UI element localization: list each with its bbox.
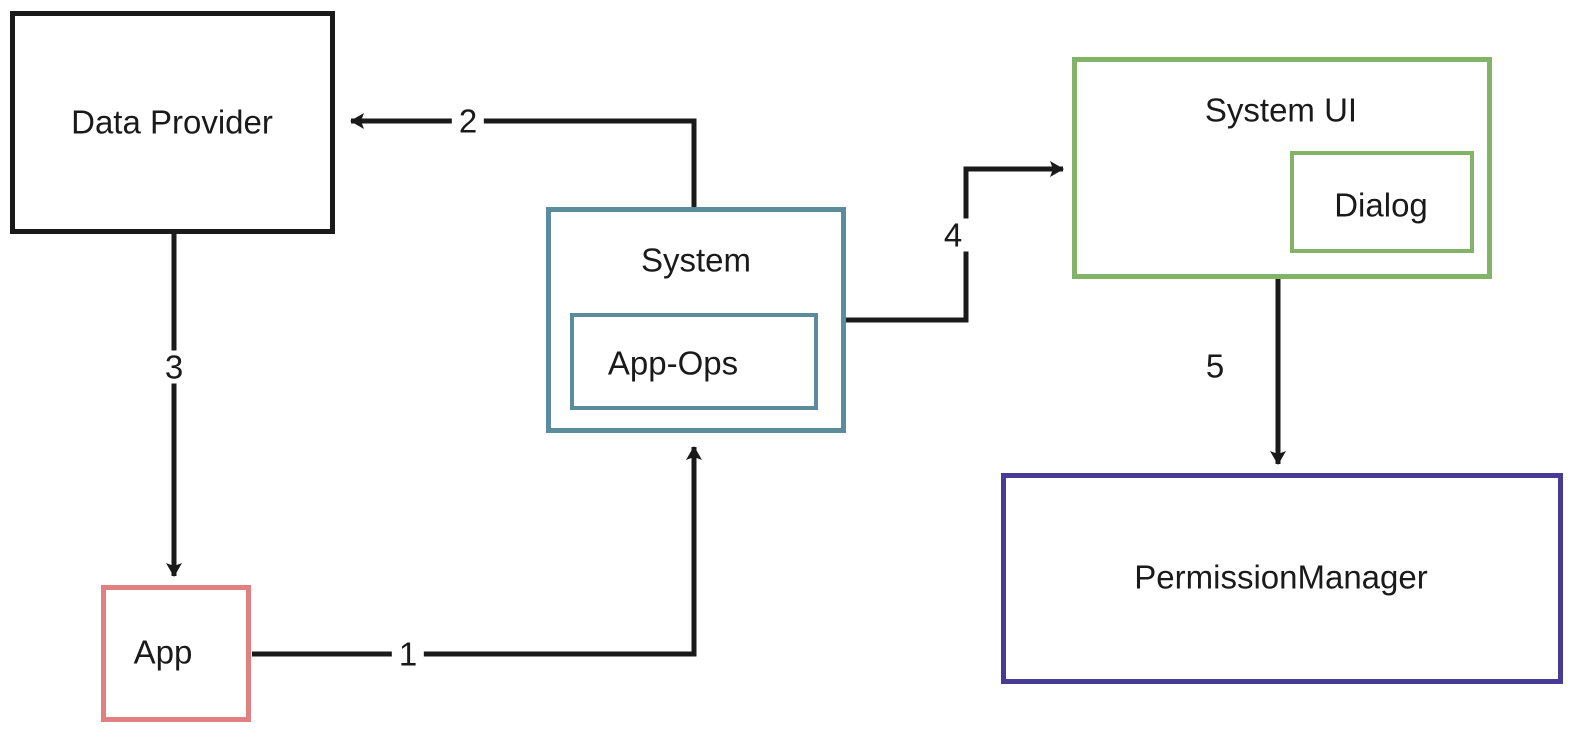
node-data-provider[interactable] xyxy=(10,11,335,234)
node-system-label: System xyxy=(640,241,752,279)
node-data-provider-label: Data Provider xyxy=(71,103,273,141)
node-dialog-label: Dialog xyxy=(1334,186,1428,224)
edge-1-label: 1 xyxy=(391,637,425,671)
node-app-ops[interactable] xyxy=(570,313,818,410)
edge-1-path xyxy=(252,446,702,657)
edge-2-label: 2 xyxy=(451,104,485,138)
node-dialog[interactable] xyxy=(1290,151,1474,253)
edge-4-label: 4 xyxy=(936,218,970,252)
node-app[interactable] xyxy=(101,585,251,722)
edge-2-path xyxy=(350,113,697,207)
node-app-label: App xyxy=(133,633,193,671)
edge-5-label: 5 xyxy=(1205,347,1225,385)
node-system-ui-label: System UI xyxy=(1204,91,1358,129)
node-permission-manager[interactable] xyxy=(1001,473,1563,684)
node-app-ops-label: App-Ops xyxy=(607,344,739,382)
node-permission-manager-label: PermissionManager xyxy=(1134,558,1428,596)
edge-3-label: 3 xyxy=(157,350,191,384)
